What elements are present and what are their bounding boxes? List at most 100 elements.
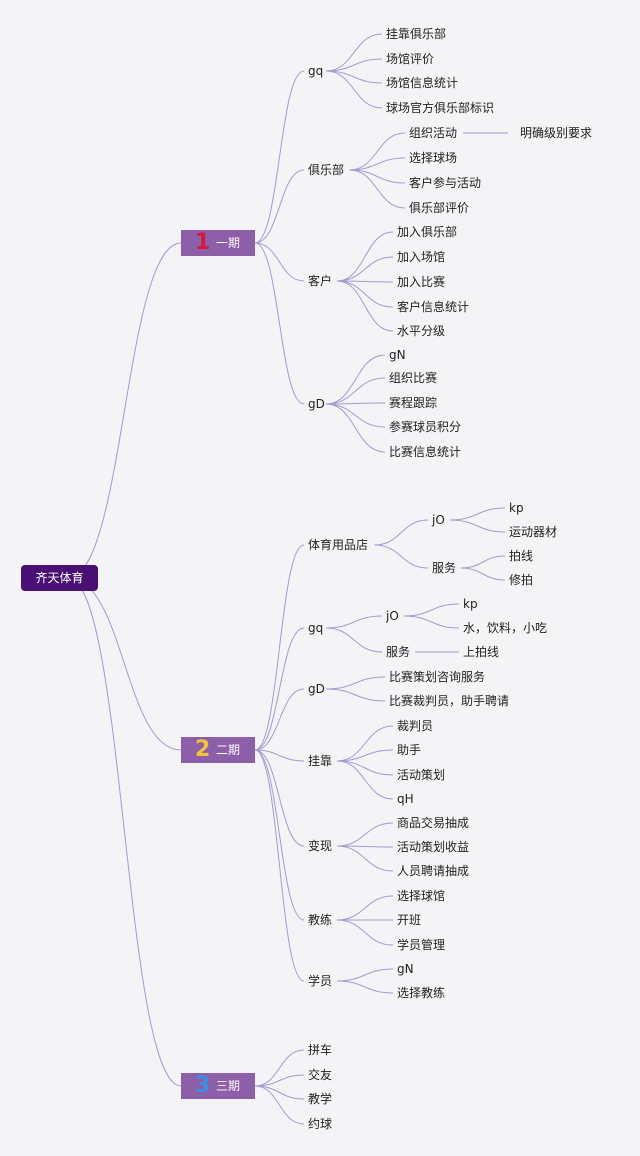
phase-node-2[interactable]: 2 二期 [181,737,255,763]
phase-node-3[interactable]: 3 三期 [181,1073,255,1099]
leaf-node[interactable]: 活动策划收益 [397,840,470,854]
leaf-node[interactable]: 参赛球员积分 [389,420,462,434]
branch-node[interactable]: 拼车 [308,1043,333,1057]
leaf-node[interactable]: 赛程跟踪 [389,396,438,410]
sub-leaf-node[interactable]: 运动器材 [509,525,558,539]
leaf-node[interactable]: jO [386,609,399,623]
connector-line [449,519,506,533]
branch-node[interactable]: 俱乐部 [308,163,345,177]
leaf-node[interactable]: 开班 [397,913,422,927]
branch-node[interactable]: 教学 [308,1092,333,1106]
branch-node[interactable]: 体育用品店 [308,538,369,552]
connector-line [336,280,394,332]
leaf-node[interactable]: 商品交易抽成 [397,816,470,830]
branch-node[interactable]: gD [308,682,325,696]
leaf-node[interactable]: jO [432,513,445,527]
leaf-node[interactable]: 选择教练 [397,986,446,1000]
connector-line [374,544,429,569]
connector-line [403,603,460,617]
leaf-node[interactable]: gN [397,962,414,976]
sub-leaf-node[interactable]: 拍线 [509,549,534,563]
connector-line [254,749,305,762]
sub-leaf-node[interactable]: 明确级别要求 [520,126,593,140]
branch-node[interactable]: 变现 [308,839,333,853]
connector-line [325,615,383,629]
phase-number: 1 [195,230,211,255]
leaf-node[interactable]: gN [389,348,406,362]
connector-line [460,567,506,581]
sub-leaf-node[interactable]: 水，饮料，小吃 [463,621,548,635]
connector-line [67,577,182,1087]
connector-line [336,725,394,762]
phase-label: 三期 [216,1079,241,1093]
connector-line [325,58,383,72]
connector-line [449,507,506,521]
leaf-node[interactable]: 学员管理 [397,938,446,952]
leaf-node[interactable]: 选择球场 [409,151,458,165]
leaf-node[interactable]: 比赛信息统计 [389,445,462,459]
connector-line [336,919,394,946]
connector-line [336,256,394,282]
connector-line [67,577,182,751]
branch-node[interactable]: 学员 [308,974,333,988]
leaf-node[interactable]: 水平分级 [397,324,446,338]
leaf-node[interactable]: 客户参与活动 [409,176,482,190]
leaf-node[interactable]: 场馆评价 [386,52,435,66]
sub-leaf-node[interactable]: 上拍线 [463,645,500,659]
phase-label: 二期 [216,743,241,757]
connector-line [325,70,383,84]
connector-line [254,688,305,751]
leaf-node[interactable]: 加入场馆 [397,250,446,264]
connector-line [349,169,406,209]
connector-line [254,749,305,982]
leaf-node[interactable]: 比赛策划咨询服务 [389,670,486,684]
connector-line [374,519,429,546]
branch-node[interactable]: 客户 [308,274,333,288]
branch-node[interactable]: 交友 [308,1068,333,1082]
connector-line [403,615,460,629]
connector-line [254,1085,305,1125]
branch-node[interactable]: 教练 [308,913,333,927]
connector-line [336,980,394,994]
leaf-node[interactable]: 助手 [397,743,422,757]
leaf-node[interactable]: 选择球馆 [397,889,446,903]
phase-number: 3 [195,1073,211,1098]
branch-node[interactable]: gq [308,621,324,635]
branch-node[interactable]: gq [308,64,324,78]
leaf-node[interactable]: 挂靠俱乐部 [386,27,447,41]
connector-line [349,132,406,171]
leaf-node[interactable]: 人员聘请抽成 [397,864,470,878]
leaf-node[interactable]: 加入俱乐部 [397,225,458,239]
sub-leaf-node[interactable]: kp [463,597,478,611]
leaf-node[interactable]: 球场官方俱乐部标识 [386,101,495,115]
connector-line [254,544,305,751]
leaf-node[interactable]: 服务 [386,645,411,659]
leaf-node[interactable]: 活动策划 [397,768,446,782]
connector-line [336,231,394,282]
leaf-node[interactable]: qH [397,792,414,806]
connector-line [325,403,386,453]
leaf-node[interactable]: 比赛裁判员，助手聘请 [389,694,510,708]
connector-line [254,70,305,244]
phase-node-1[interactable]: 1 一期 [181,230,255,256]
branch-node[interactable]: 挂靠 [308,754,333,768]
root-node[interactable]: 齐天体育 [21,565,98,591]
leaf-node[interactable]: 场馆信息统计 [386,76,459,90]
sub-leaf-node[interactable]: kp [509,501,524,515]
connector-line [349,169,406,184]
leaf-node[interactable]: 俱乐部评价 [409,201,470,215]
sub-leaf-node[interactable]: 修拍 [509,573,534,587]
leaf-node[interactable]: 服务 [432,561,457,575]
connector-line [336,760,394,776]
branch-node[interactable]: gD [308,397,325,411]
leaf-node[interactable]: 裁判员 [397,719,434,733]
leaf-node[interactable]: 客户信息统计 [397,300,470,314]
leaf-node[interactable]: 组织活动 [409,126,458,140]
connector-line [254,169,305,244]
leaf-node[interactable]: 加入比赛 [397,275,446,289]
connector-line [254,1049,305,1087]
leaf-node[interactable]: 组织比赛 [389,371,438,385]
branch-node[interactable]: 约球 [308,1117,333,1131]
connector-line [336,968,394,982]
